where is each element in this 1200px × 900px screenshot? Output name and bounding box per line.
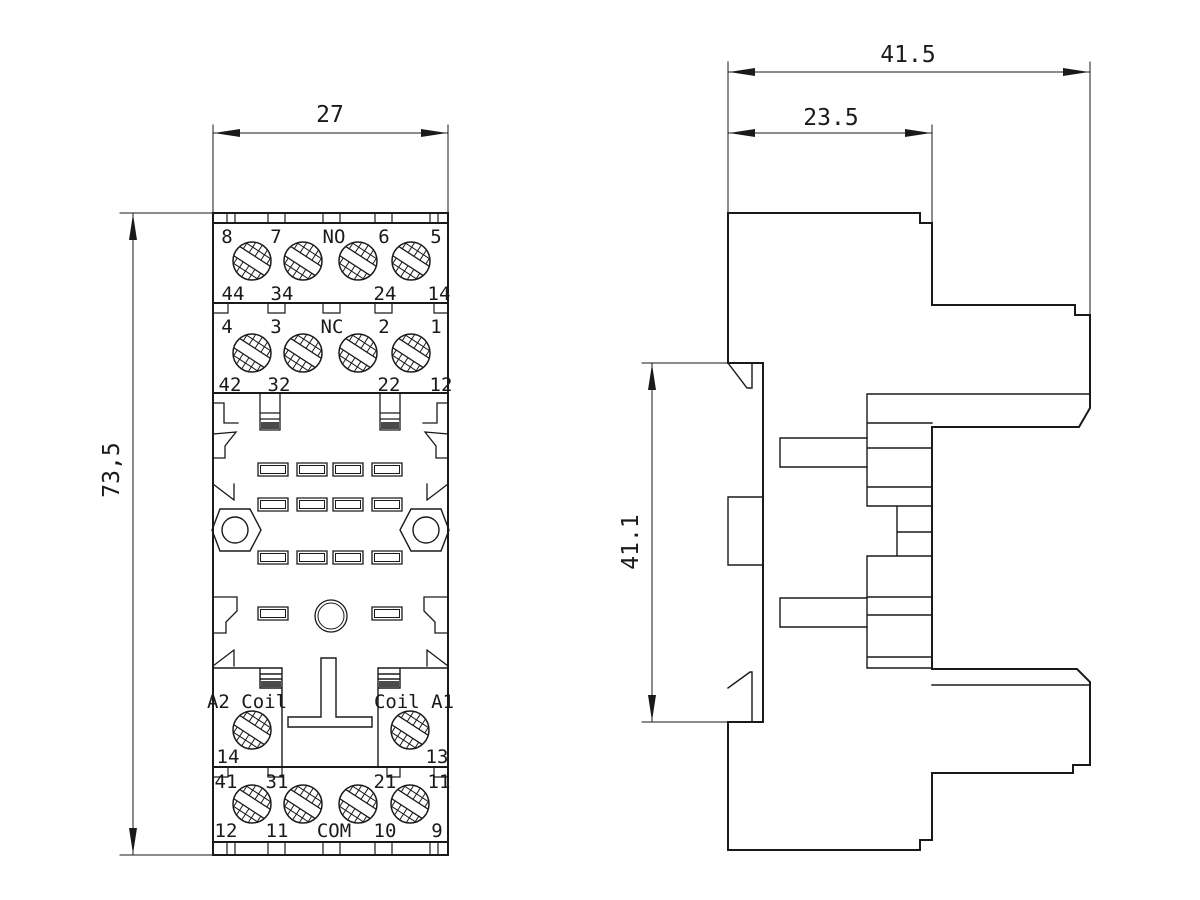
pin-slot	[257, 462, 289, 477]
hex-mounting-hole-bore	[222, 517, 248, 543]
contact-slot-outlines	[260, 393, 400, 430]
side-view	[728, 213, 1090, 850]
pin-slot	[332, 497, 364, 512]
contact-type-label-no: NO	[323, 226, 346, 248]
front-view: 8 7 NO 6 5 44 34 24 14 4 3 NC 2 1 42 32 …	[207, 213, 454, 855]
dim-front-height: 73,5	[99, 442, 125, 497]
pin-slot	[296, 550, 328, 565]
side-terminal-stack	[867, 394, 1090, 685]
terminal-label: 12	[215, 820, 238, 842]
terminal-label: 13	[426, 746, 449, 768]
pin-slot	[257, 606, 289, 621]
pin-slot	[332, 462, 364, 477]
terminal-label: 42	[219, 374, 242, 396]
dim-side-total-width: 41.5	[880, 42, 935, 68]
terminal-label: 44	[222, 283, 245, 305]
pin-slot	[332, 550, 364, 565]
terminal-label: 6	[378, 226, 389, 248]
pin-slot	[371, 462, 403, 477]
dim-side-step-width: 23.5	[803, 105, 858, 131]
front-body-outline	[213, 213, 448, 855]
coil-label-a1: Coil A1	[374, 691, 454, 713]
contact-slot-fills	[261, 422, 399, 429]
din-rail-clip	[728, 363, 763, 722]
terminal-label: 14	[217, 746, 240, 768]
side-body-outline	[728, 213, 1090, 850]
terminal-label: 31	[266, 771, 289, 793]
terminal-label: 5	[430, 226, 441, 248]
center-pedestal	[288, 658, 372, 727]
terminal-label: 3	[270, 316, 281, 338]
coil-label-a2: A2 Coil	[207, 691, 287, 713]
terminal-label: 12	[430, 374, 453, 396]
terminal-label: 32	[268, 374, 291, 396]
dimension-arrowheads	[129, 68, 1089, 854]
terminal-label: 2	[378, 316, 389, 338]
terminal-label: 8	[221, 226, 232, 248]
pin-slot	[257, 497, 289, 512]
pin-slot	[371, 497, 403, 512]
dimension-lines	[120, 62, 1090, 855]
coil-box-outlines	[213, 668, 448, 767]
pin-slot	[371, 550, 403, 565]
terminal-label: 4	[221, 316, 232, 338]
hex-mounting-hole	[400, 509, 449, 551]
terminal-label: 7	[270, 226, 281, 248]
terminal-label: 11	[266, 820, 289, 842]
terminal-label: 9	[431, 820, 442, 842]
dim-front-width: 27	[316, 102, 344, 128]
contact-type-label-com: COM	[317, 820, 351, 842]
dimension-annotations: 27 73,5 41.5 23.5 41.1	[99, 42, 1090, 855]
dim-side-clip-height: 41.1	[618, 514, 644, 569]
center-hole	[315, 600, 347, 632]
front-strip-ticks	[227, 213, 438, 855]
terminal-label: 11	[428, 771, 451, 793]
front-divider-tabs	[213, 303, 448, 777]
terminal-label: 22	[378, 374, 401, 396]
terminal-label: 34	[271, 283, 294, 305]
pin-slot	[257, 550, 289, 565]
terminal-label: 24	[374, 283, 397, 305]
terminal-label: 10	[374, 820, 397, 842]
terminal-label: 41	[215, 771, 238, 793]
contact-type-label-nc: NC	[321, 316, 344, 338]
hex-mounting-hole	[212, 509, 261, 551]
terminal-label: 14	[428, 283, 451, 305]
pin-slot	[371, 606, 403, 621]
terminal-label: 21	[374, 771, 397, 793]
center-hole-inner	[318, 603, 344, 629]
hex-mounting-hole-bore	[413, 517, 439, 543]
pin-slot	[296, 462, 328, 477]
pin-slot	[296, 497, 328, 512]
terminal-label: 1	[430, 316, 441, 338]
coil-box-slot-fills	[261, 681, 399, 687]
edge-clip-features	[213, 403, 448, 666]
side-terminal-pins	[780, 438, 867, 627]
